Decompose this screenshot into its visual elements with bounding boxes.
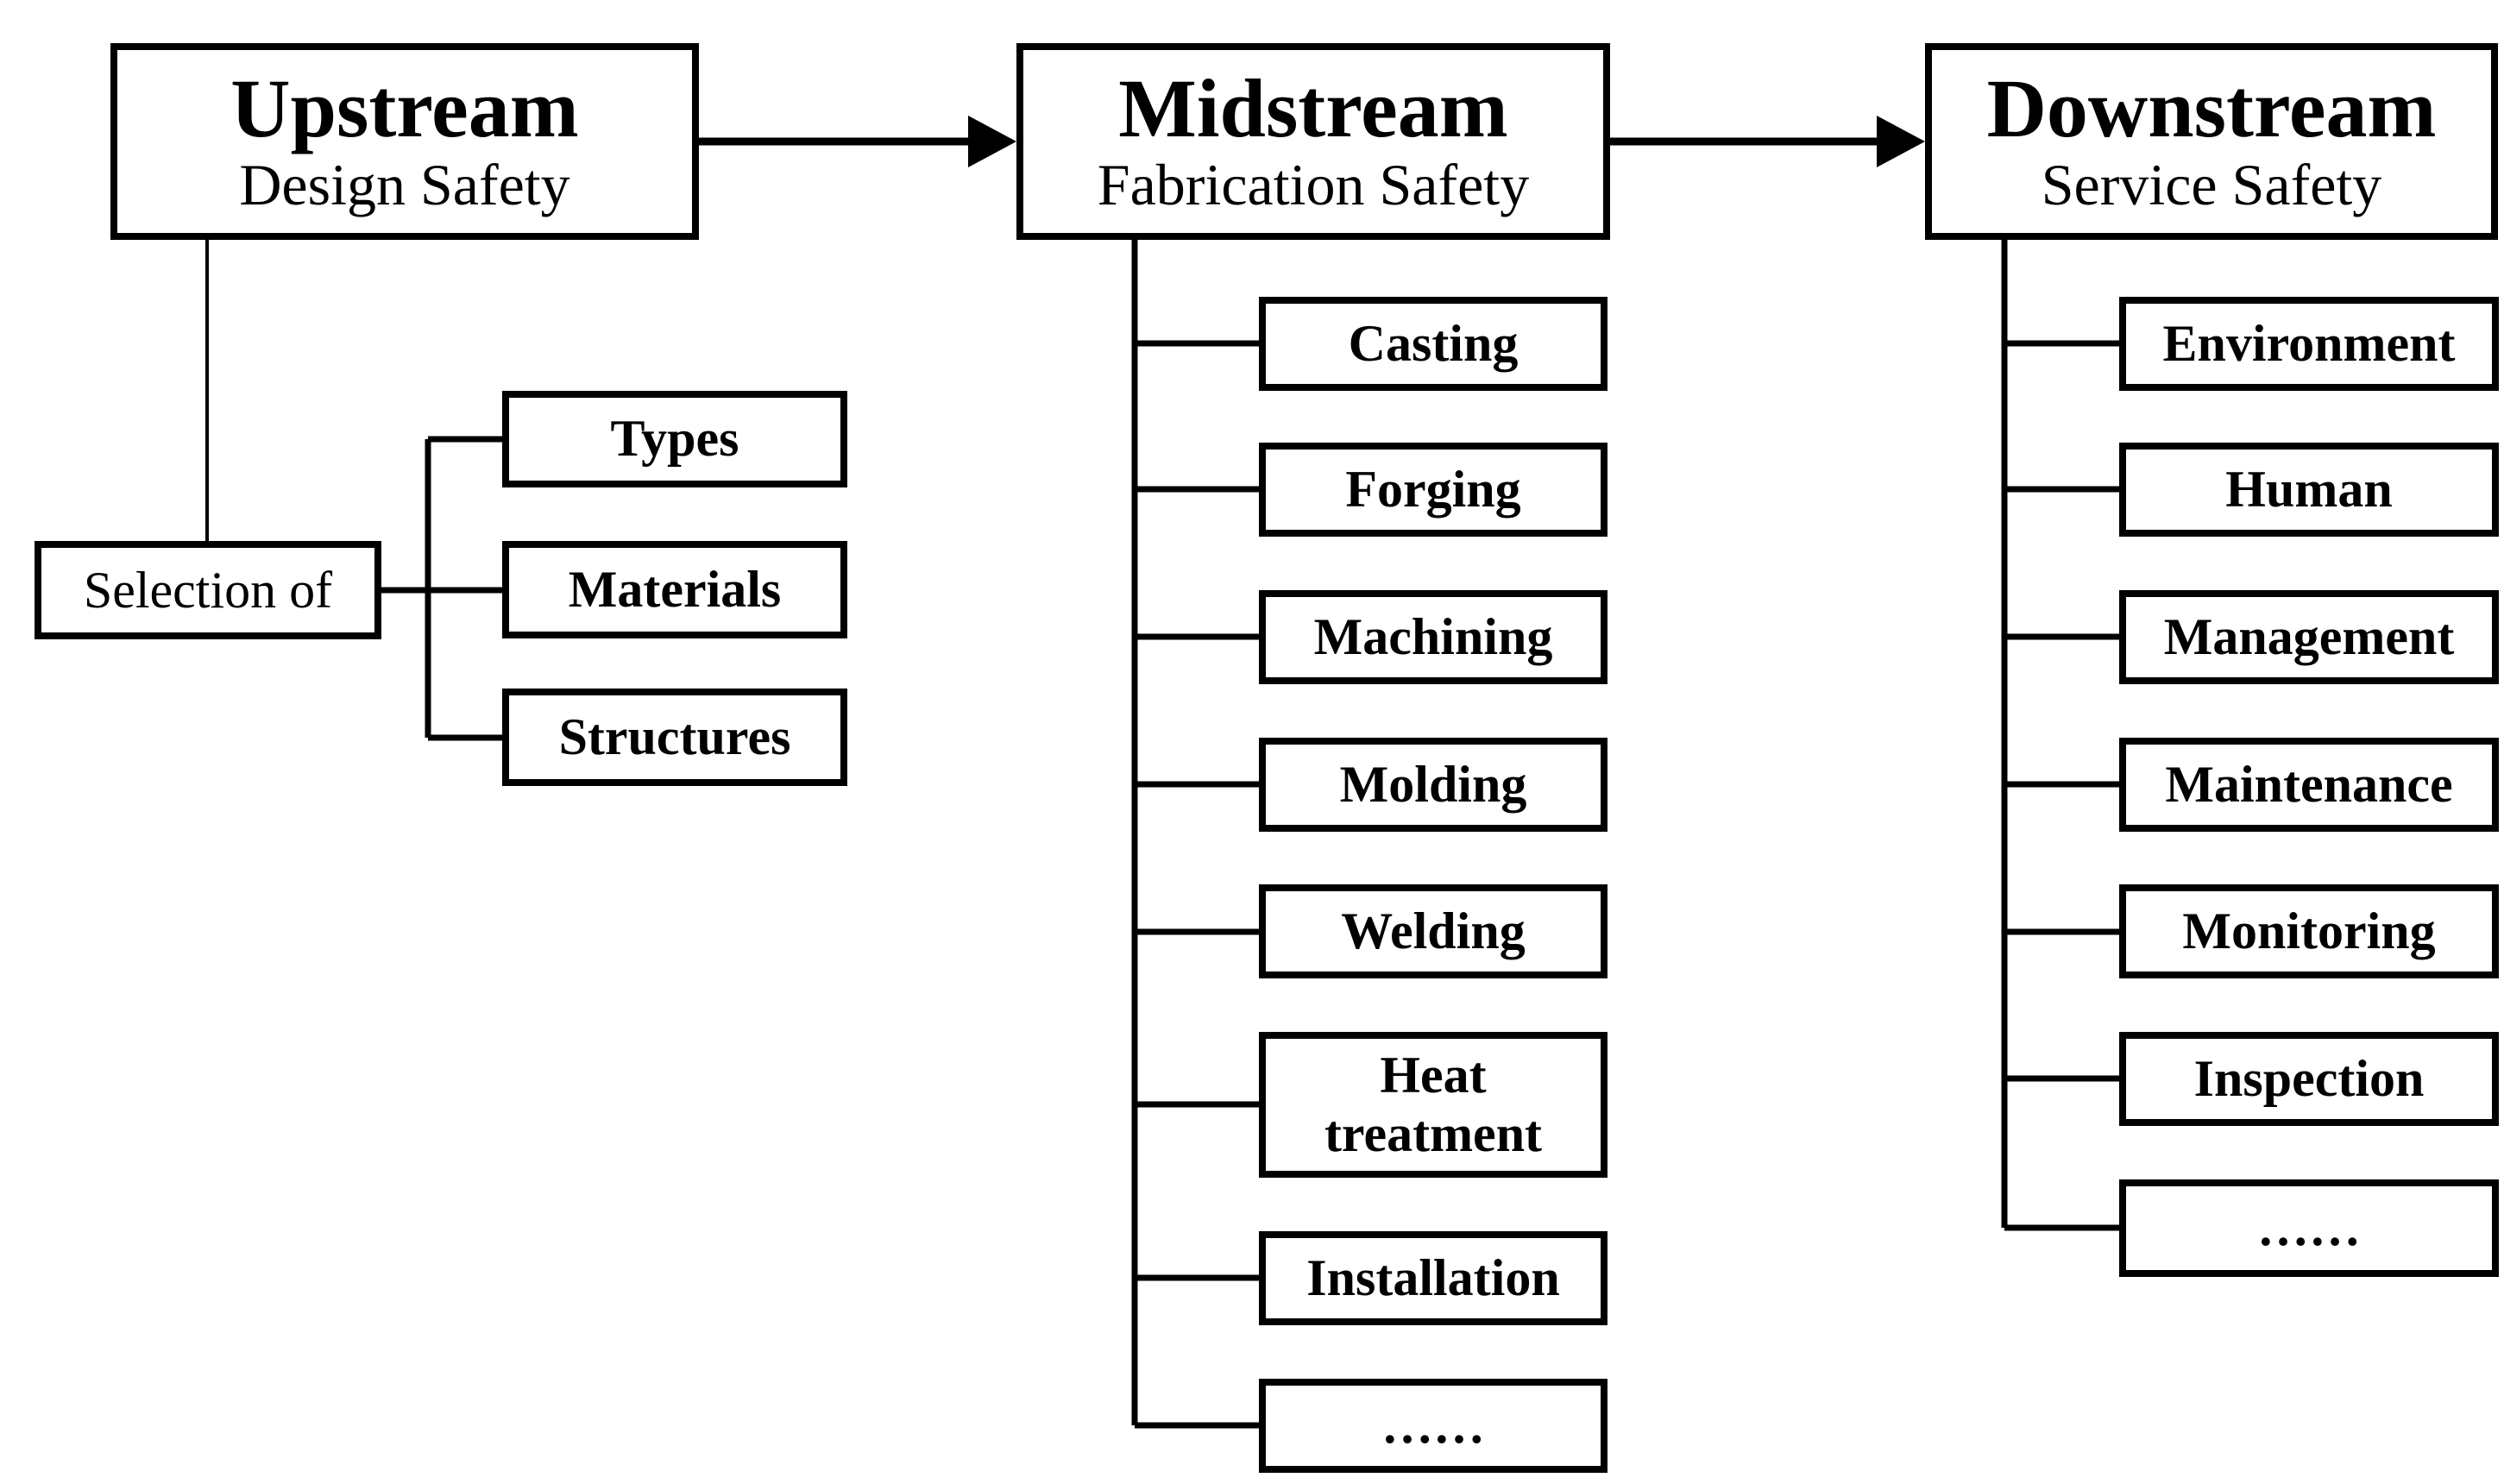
node-environment: Environment [2119,297,2499,391]
node-installation-label: Installation [1306,1248,1560,1306]
node-casting: Casting [1259,297,1607,391]
node-structures-label: Structures [558,707,791,765]
node-inspection-label: Inspection [2193,1049,2425,1107]
midstream-title: Midstream [1118,62,1508,155]
node-materials-label: Materials [568,560,782,618]
node-monitoring-label: Monitoring [2182,902,2436,959]
node-forging: Forging [1259,443,1607,537]
node-molding-label: Molding [1339,755,1527,813]
arrow-upstream-to-midstream [699,116,1016,167]
node-forging-label: Forging [1345,460,1521,518]
node-types: Types [502,391,847,487]
node-monitoring: Monitoring [2119,884,2499,978]
node-casting-label: Casting [1348,314,1519,372]
node-heat-treatment: Heat treatment [1259,1032,1607,1178]
upstream-box: Upstream Design Safety [110,43,699,240]
node-midstream-more-label: …… [1381,1396,1485,1454]
node-machining: Machining [1259,590,1607,684]
downstream-box: Downstream Service Safety [1925,43,2498,240]
selection-of-box: Selection of [35,541,381,639]
node-maintenance: Maintenance [2119,738,2499,832]
node-heat-treatment-label: Heat treatment [1324,1047,1543,1162]
node-downstream-more-label: …… [2257,1198,2361,1256]
node-downstream-more: …… [2119,1179,2499,1277]
node-human-label: Human [2225,460,2393,518]
node-midstream-more: …… [1259,1379,1607,1473]
arrow-midstream-to-downstream [1610,116,1925,167]
node-molding: Molding [1259,738,1607,832]
selection-of-label: Selection of [83,561,333,619]
node-human: Human [2119,443,2499,537]
midstream-subtitle: Fabrication Safety [1097,152,1530,217]
node-management-label: Management [2163,607,2455,665]
upstream-subtitle: Design Safety [239,152,570,217]
downstream-subtitle: Service Safety [2041,152,2382,217]
node-installation: Installation [1259,1231,1607,1325]
node-environment-label: Environment [2162,314,2456,372]
node-structures: Structures [502,689,847,786]
node-materials: Materials [502,541,847,638]
node-types-label: Types [610,410,739,468]
node-welding: Welding [1259,884,1607,978]
node-maintenance-label: Maintenance [2165,755,2453,813]
downstream-title: Downstream [1986,62,2437,155]
node-inspection: Inspection [2119,1032,2499,1126]
midstream-box: Midstream Fabrication Safety [1016,43,1610,240]
node-welding-label: Welding [1341,902,1526,959]
node-management: Management [2119,590,2499,684]
node-machining-label: Machining [1313,607,1553,665]
upstream-title: Upstream [230,62,579,155]
